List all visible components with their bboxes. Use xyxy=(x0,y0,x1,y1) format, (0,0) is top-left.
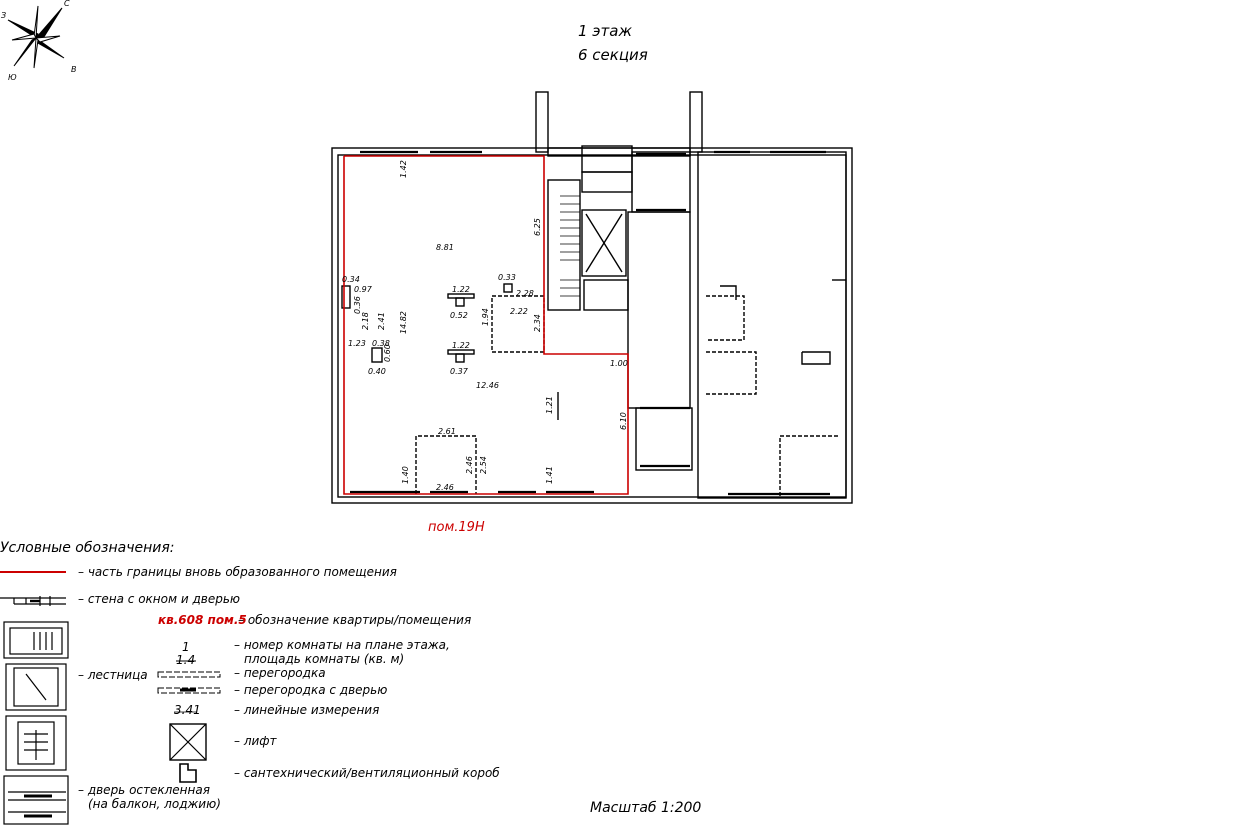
compass-rose-icon xyxy=(7,5,65,69)
compass-west: З xyxy=(1,11,6,20)
dim-label: 6.25 xyxy=(533,218,542,236)
dim-label: 0.38 xyxy=(372,339,390,348)
dim-label: 0.34 xyxy=(342,275,360,284)
legend-room-area: 1.4 xyxy=(176,653,196,667)
dim-label: 8.81 xyxy=(436,243,454,252)
dim-label: 1.40 xyxy=(401,466,410,484)
dim-label: 0.37 xyxy=(450,367,469,376)
legend-graphics xyxy=(0,571,221,825)
legend-red-border-text: – часть границы вновь образованного поме… xyxy=(78,565,397,579)
legend-room-text-2: площадь комнаты (кв. м) xyxy=(244,652,405,666)
compass-east: В xyxy=(71,65,77,74)
legend-heading: Условные обозначения: xyxy=(0,540,175,556)
legend-wall-text: – стена с окном и дверью xyxy=(78,592,241,606)
legend-lift-text: – лифт xyxy=(234,734,277,748)
dim-label: 14.82 xyxy=(399,311,408,334)
legend-linear-value: 3.41 xyxy=(174,703,201,717)
compass-south: Ю xyxy=(8,73,17,82)
duct-icon xyxy=(179,763,197,783)
legend-unit-code-text: – обозначение квартиры/помещения xyxy=(238,613,472,627)
dim-label: 12.46 xyxy=(476,381,499,390)
compass-north: С xyxy=(64,0,70,8)
dimension-labels: 1.42 8.81 6.25 0.33 2.28 2.22 2.34 1.94 … xyxy=(342,160,628,492)
dim-label: 0.52 xyxy=(450,311,468,320)
dim-label: 1.41 xyxy=(545,466,554,484)
legend-wall-icon xyxy=(0,596,66,606)
legend-room-number: 1 xyxy=(182,640,190,654)
scale-label: Масштаб 1:200 xyxy=(590,800,702,816)
dim-label: 2.46 xyxy=(436,483,454,492)
dim-label: 0.60 xyxy=(383,344,392,362)
unit-boundary xyxy=(343,155,629,495)
building-walls xyxy=(331,91,853,504)
dim-label: 0.33 xyxy=(498,273,516,282)
dim-label: 6.10 xyxy=(619,412,628,430)
dim-label: 2.41 xyxy=(377,312,386,330)
dim-label: 0.97 xyxy=(354,285,373,294)
dim-label: 2.61 xyxy=(438,427,456,436)
legend-room-text-1: – номер комнаты на плане этажа, xyxy=(234,638,450,652)
legend-glazed-door-text-2: (на балкон, лоджию) xyxy=(88,797,221,811)
legend-partition-text: – перегородка xyxy=(234,666,326,680)
dim-label: 2.54 xyxy=(479,456,488,474)
lift-icon xyxy=(169,723,207,761)
dim-label: 0.36 xyxy=(353,296,362,314)
dim-label: 1.23 xyxy=(348,339,366,348)
dim-label: 2.22 xyxy=(510,307,528,316)
legend-duct-text: – сантехнический/вентиляционный короб xyxy=(234,766,500,780)
dim-label: 2.46 xyxy=(465,456,474,474)
legend-glazed-door-text-1: – дверь остекленная xyxy=(78,783,210,797)
dim-label: 1.00 xyxy=(610,359,628,368)
dim-label: 2.28 xyxy=(516,289,534,298)
legend-partition-door-text: – перегородка с дверью xyxy=(234,683,388,697)
floor-title: 1 этаж xyxy=(578,22,632,40)
legend-stairs-text: – лестница xyxy=(78,668,148,682)
dim-label: 2.34 xyxy=(533,314,542,332)
dim-label: 2.18 xyxy=(361,312,370,330)
unit-label: пом.19Н xyxy=(428,520,485,535)
legend-linear-text: – линейные измерения xyxy=(234,703,380,717)
dim-label: 1.21 xyxy=(545,396,554,414)
legend-stairs-icon xyxy=(3,621,69,825)
dim-label: 1.94 xyxy=(481,308,490,326)
legend-partition-icon xyxy=(157,671,221,694)
section-title: 6 секция xyxy=(578,46,648,64)
dim-label: 1.42 xyxy=(399,160,408,178)
dim-label: 1.22 xyxy=(452,341,470,350)
dim-label: 0.40 xyxy=(368,367,386,376)
dim-label: 1.22 xyxy=(452,285,470,294)
legend-unit-code: кв.608 пом.5 xyxy=(158,613,247,627)
